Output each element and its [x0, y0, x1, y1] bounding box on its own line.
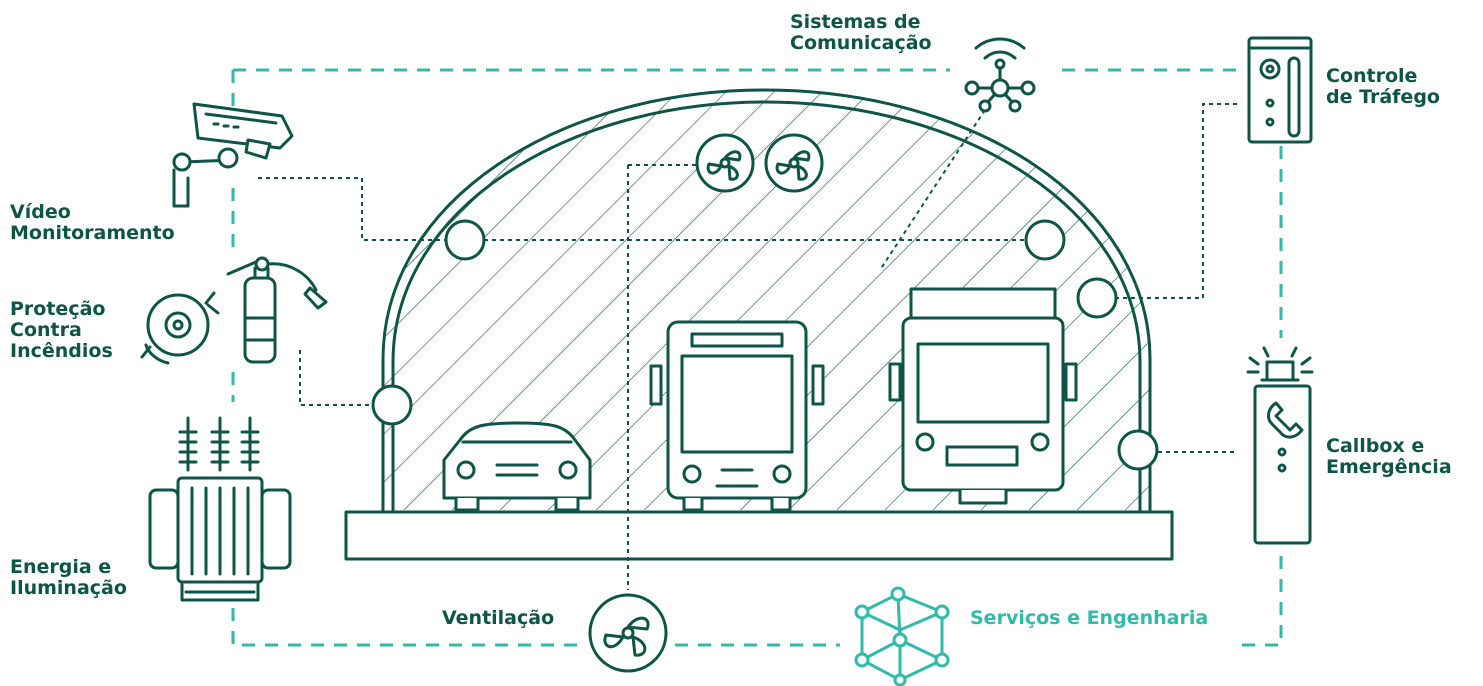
node-video: [444, 219, 486, 261]
label-servicos-engenharia: Serviços e Engenharia: [970, 607, 1209, 629]
service-network-path: [231, 68, 1283, 647]
fan-icon: [588, 593, 668, 673]
fire-alarm-bell-icon: [140, 291, 220, 365]
label-video-monitoramento: Vídeo Monitoramento: [10, 201, 175, 244]
node-callbox: [1117, 429, 1159, 471]
bus-icon: [649, 320, 825, 512]
node-fire: [371, 384, 413, 426]
antenna-network-icon: [964, 37, 1036, 113]
label-callbox-emergencia: Callbox e Emergência: [1326, 435, 1452, 478]
callbox-siren-icon: [1246, 346, 1314, 545]
label-energia-iluminacao: Energia e Iluminação: [10, 556, 127, 599]
label-ventilacao: Ventilação: [442, 607, 555, 629]
node-traffic: [1024, 219, 1066, 261]
fan-icon-1: [695, 133, 755, 193]
connectors: [258, 103, 1238, 590]
fan-icon-2: [764, 133, 824, 193]
road-slab: [344, 510, 1174, 561]
car-icon: [442, 421, 592, 512]
ceiling-fans: [695, 133, 824, 193]
transformer-icon: [148, 416, 292, 602]
fire-extinguisher-icon: [226, 256, 328, 364]
traffic-controller-icon: [1247, 36, 1313, 144]
cube-network-icon: [854, 586, 950, 686]
node-control: [1076, 277, 1118, 319]
cctv-camera-icon: [172, 102, 294, 208]
truck-icon: [888, 287, 1078, 505]
tunnel-nodes: [371, 219, 1159, 471]
label-protecao-incendios: Proteção Contra Incêndios: [10, 298, 113, 362]
label-controle-trafego: Controle de Tráfego: [1326, 65, 1440, 108]
label-sistemas-comunicacao: Sistemas de Comunicação: [790, 11, 932, 54]
